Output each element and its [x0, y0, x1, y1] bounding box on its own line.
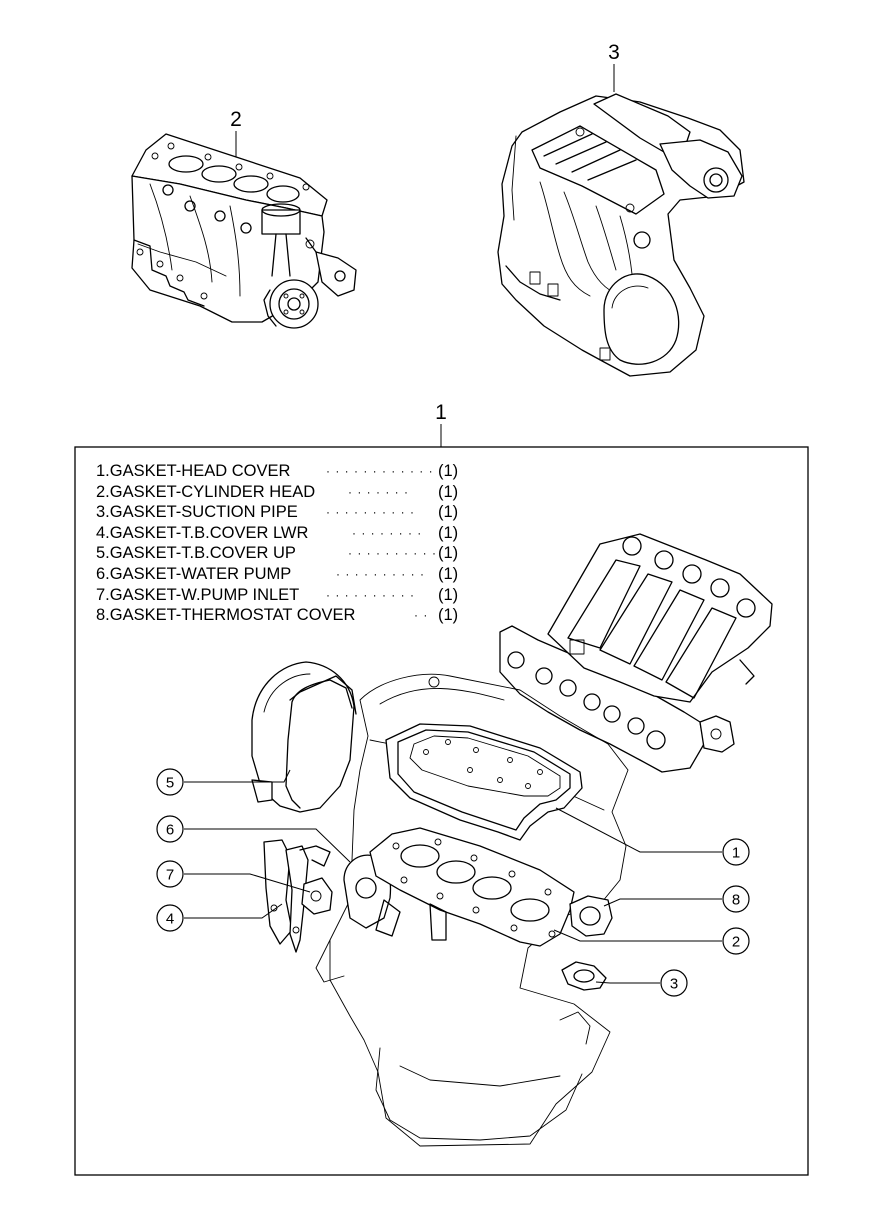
- part-name: 6.GASKET-WATER PUMP: [96, 564, 292, 583]
- leader-dots: · · · · · · · · · ·: [326, 505, 415, 520]
- callout-7-number: 7: [166, 867, 174, 884]
- part-quantity: (1): [438, 523, 459, 542]
- part-name: 4.GASKET-T.B.COVER LWR: [96, 523, 309, 542]
- part-quantity: (1): [438, 503, 459, 522]
- parts-list-item: 3.GASKET-SUCTION PIPE · · · · · · · · · …: [96, 502, 458, 523]
- parts-list-item: 7.GASKET-W.PUMP INLET · · · · · · · · · …: [96, 585, 458, 606]
- callout-1-number: 1: [732, 845, 740, 862]
- callout-1: 1: [555, 807, 750, 866]
- gasket-kit-frame: [74, 446, 809, 1176]
- callout-7: 7: [156, 860, 311, 893]
- callout-4-number: 4: [166, 911, 174, 928]
- callout-6: 6: [156, 815, 351, 863]
- engine-gasket-kit-icon: [251, 533, 773, 1147]
- parts-list-item: 8.GASKET-THERMOSTAT COVER · · (1): [96, 605, 458, 626]
- parts-list-item: 5.GASKET-T.B.COVER UP · · · · · · · · · …: [96, 543, 458, 564]
- callout-5-number: 5: [166, 775, 174, 792]
- callout-3-number: 3: [670, 976, 678, 993]
- parts-list-item: 6.GASKET-WATER PUMP · · · · · · · · · · …: [96, 564, 458, 585]
- callout-2-number: 2: [732, 934, 740, 951]
- leader-dots: · · · · · · · · · ·: [326, 587, 415, 602]
- leader-dots: · · · · · · · · · · · ·: [326, 464, 434, 478]
- part-name: 5.GASKET-T.B.COVER UP: [96, 544, 296, 563]
- leader-dots: · · · · · · · · · ·: [336, 566, 425, 581]
- callout-8-number: 8: [732, 892, 740, 909]
- part-quantity: (1): [438, 564, 459, 583]
- part-quantity: (1): [438, 482, 459, 501]
- part-name: 2.GASKET-CYLINDER HEAD: [96, 482, 316, 501]
- callout-2: 2: [553, 927, 750, 955]
- part-name: 3.GASKET-SUCTION PIPE: [96, 503, 298, 522]
- engine-short-block-icon: [131, 133, 357, 329]
- engine-long-block-icon: [497, 93, 745, 377]
- long-block-number: 3: [608, 41, 620, 64]
- leader-dots: · · · · · · · · · ·: [348, 546, 437, 561]
- part-quantity: (1): [438, 606, 459, 625]
- part-quantity: (1): [438, 585, 459, 604]
- callout-5: 5: [156, 768, 291, 796]
- short-block-number: 2: [230, 108, 242, 131]
- leader-dots: · ·: [414, 608, 429, 623]
- parts-list: 1.GASKET-HEAD COVER · · · · · · · · · · …: [96, 461, 458, 626]
- callout-3: 3: [595, 969, 688, 997]
- parts-list-item: 2.GASKET-CYLINDER HEAD · · · · · · · (1): [96, 482, 458, 503]
- parts-list-item: 4.GASKET-T.B.COVER LWR · · · · · · · · (…: [96, 523, 458, 544]
- parts-list-item: 1.GASKET-HEAD COVER · · · · · · · · · · …: [96, 461, 458, 482]
- callout-6-number: 6: [166, 822, 174, 839]
- part-name: 8.GASKET-THERMOSTAT COVER: [96, 606, 356, 625]
- part-quantity: (1): [438, 544, 459, 563]
- leader-dots: · · · · · · ·: [348, 484, 409, 499]
- part-name: 7.GASKET-W.PUMP INLET: [96, 585, 300, 604]
- callout-8: 8: [603, 885, 750, 913]
- leader-dots: · · · · · · · ·: [352, 525, 423, 540]
- callout-4: 4: [156, 903, 283, 932]
- part-name: 1.GASKET-HEAD COVER: [96, 462, 291, 480]
- part-quantity: (1): [438, 462, 459, 480]
- gasket-kit-number: 1: [435, 401, 447, 424]
